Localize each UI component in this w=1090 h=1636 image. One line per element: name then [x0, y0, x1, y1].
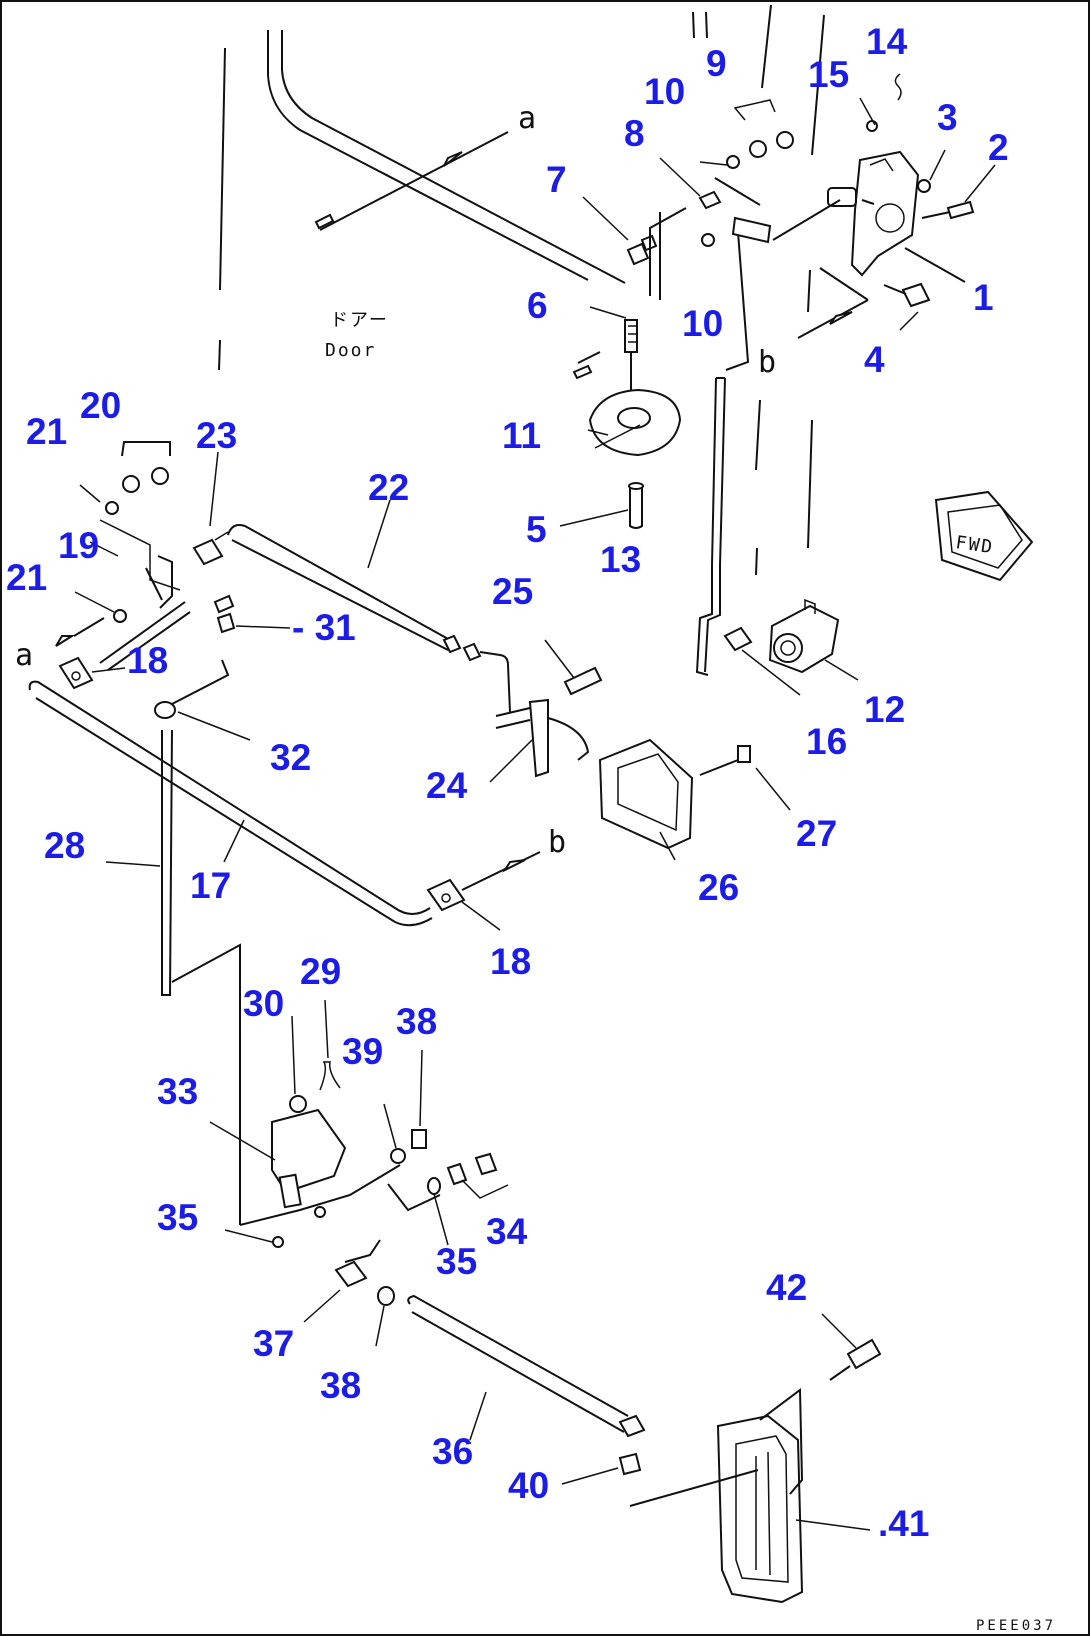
- callout-32: 32: [270, 737, 311, 778]
- callout-35-left: 35: [157, 1197, 198, 1238]
- drawing-code: PEEE037: [976, 1618, 1056, 1634]
- callout-15: 15: [808, 54, 849, 95]
- washer-3: [917, 149, 946, 193]
- callout-27: 27: [796, 813, 837, 854]
- handle-26: [598, 738, 694, 861]
- link-32: [154, 659, 251, 741]
- arrow-b-top: b: [758, 267, 869, 380]
- callout-19: 19: [58, 525, 99, 566]
- callout-21-upper: 21: [26, 411, 67, 452]
- bracket-24: [489, 698, 590, 783]
- callout-34: 34: [486, 1211, 528, 1252]
- arrow-b-mid: b: [461, 825, 566, 891]
- clip-40: [561, 1414, 646, 1485]
- washer-38-lower: [375, 1286, 395, 1347]
- callout-39: 39: [342, 1031, 383, 1072]
- callout-24: 24: [426, 765, 468, 806]
- callout-7: 7: [546, 159, 567, 200]
- callout-41: .41: [878, 1503, 929, 1544]
- callout-30: 30: [243, 983, 284, 1024]
- callout-8: 8: [624, 113, 645, 154]
- callout-40: 40: [508, 1465, 549, 1506]
- bolt-25: [544, 639, 603, 696]
- door-label-jp: ドアー: [330, 310, 389, 331]
- callout-38-lower: 38: [320, 1365, 361, 1406]
- callout-26: 26: [698, 867, 739, 908]
- callout-14: 14: [866, 21, 908, 62]
- callout-42: 42: [766, 1267, 807, 1308]
- bolt-4: [883, 282, 931, 331]
- clip-37: [303, 1239, 381, 1323]
- callout-38-upper: 38: [396, 1001, 437, 1042]
- clip-16: [723, 626, 801, 696]
- rod-22: [227, 499, 511, 713]
- arrow-a-top: a: [314, 101, 536, 231]
- callout-25: 25: [492, 571, 533, 612]
- knob-11-assembly: [559, 306, 682, 529]
- parts-29-30: [289, 999, 341, 1113]
- lever-33: [209, 1108, 401, 1226]
- rod-17: [28, 680, 433, 927]
- callout-17: 17: [190, 865, 231, 906]
- callout-12: 12: [864, 689, 905, 730]
- clip-23: [192, 451, 229, 566]
- callout-21-lower: 21: [6, 557, 47, 598]
- rod-13: [695, 231, 750, 676]
- callout-22: 22: [368, 467, 409, 508]
- callout-33: 33: [157, 1071, 198, 1112]
- callout-11: 11: [502, 415, 541, 456]
- callout-2: 2: [988, 127, 1009, 168]
- parts-38-39: [383, 1049, 427, 1164]
- parts-34-35: [224, 1152, 509, 1248]
- lock-assembly-1: [772, 150, 966, 283]
- ref-a-top: a: [518, 101, 536, 136]
- ref-a-left: a: [15, 638, 33, 673]
- callout-23: 23: [196, 415, 237, 456]
- door-label-en: Door: [325, 340, 376, 361]
- clip-18-upper: [58, 656, 126, 690]
- callout-10-top: 10: [644, 71, 685, 112]
- linkage-7-10: [582, 99, 794, 300]
- callout-37: 37: [253, 1323, 294, 1364]
- callout-18-upper: 18: [127, 640, 168, 681]
- bolt-2: [921, 164, 996, 220]
- ref-b-mid: b: [548, 825, 566, 860]
- bolt-27: [699, 745, 791, 811]
- clip-18-lower: [426, 878, 501, 931]
- callout-36: 36: [432, 1431, 473, 1472]
- callout-1: 1: [973, 277, 994, 318]
- callout-5: 5: [526, 509, 547, 550]
- callout-13: 13: [600, 539, 641, 580]
- callout-18-lower: 18: [490, 941, 531, 982]
- bolt-42: [821, 1313, 882, 1381]
- callout-16: 16: [806, 721, 847, 762]
- bracket-19-31: a: [15, 441, 291, 673]
- pin-14-15: [859, 73, 902, 132]
- callout-6: 6: [527, 285, 548, 326]
- callout-3: 3: [937, 97, 958, 138]
- handle-12: [768, 598, 859, 681]
- callout-35-right: 35: [436, 1241, 477, 1282]
- callout-labels: 1 2 3 4 5 6 7 8 9 10 10 11 12 13 14 15 1…: [6, 21, 1009, 1544]
- handle-41: [629, 1388, 871, 1604]
- callout-4: 4: [864, 339, 885, 380]
- rod-36: [407, 1294, 629, 1441]
- ref-b-top: b: [758, 345, 776, 380]
- callout-31: - 31: [292, 607, 356, 648]
- callout-28: 28: [44, 825, 85, 866]
- door-frame-lines: [218, 4, 825, 576]
- callout-10-mid: 10: [682, 303, 723, 344]
- fwd-badge: FWD: [934, 490, 1034, 582]
- callout-9: 9: [706, 43, 727, 84]
- rod-28: [105, 729, 241, 1225]
- callout-20: 20: [80, 385, 121, 426]
- callout-29: 29: [300, 951, 341, 992]
